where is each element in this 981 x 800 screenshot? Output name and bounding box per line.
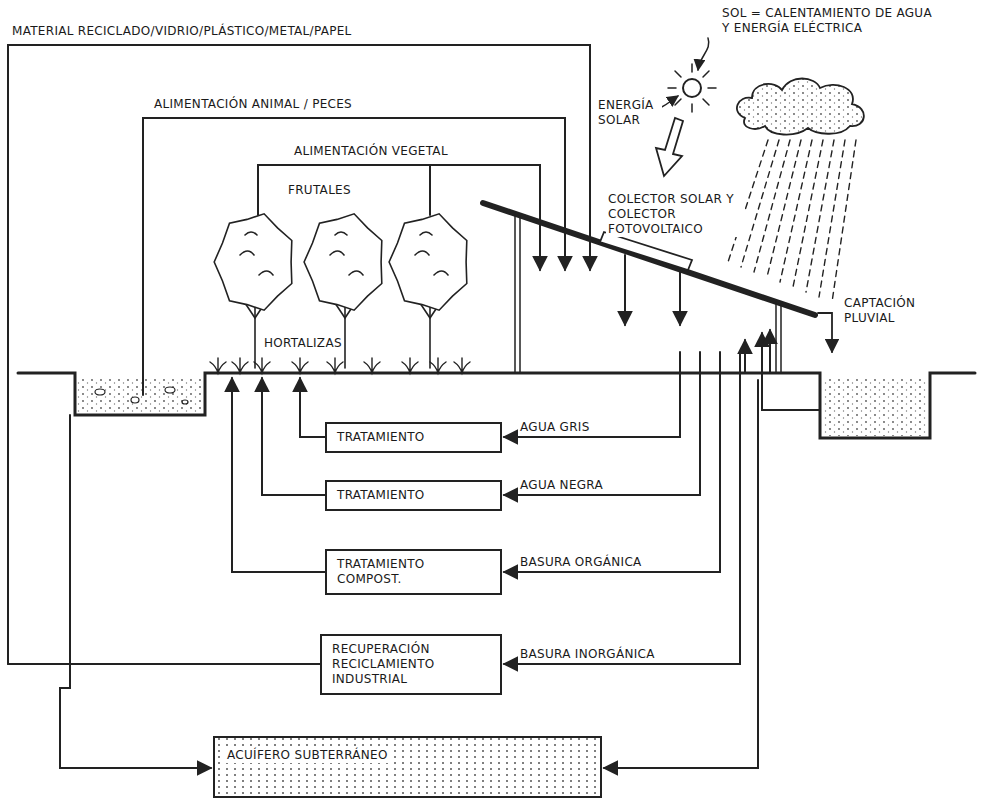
energy-label: ENERGÍA SOLAR [596,98,662,128]
flow-label: ALIMENTACIÓN ANIMAL / PECES [152,97,354,112]
aquifer-box: ACUÍFERO SUBTERRÁNEO [213,736,602,798]
box-text: TRATAMIENTO [337,430,490,445]
flow-label: ALIMENTACIÓN VEGETAL [292,144,450,159]
box-text: TRATAMIENTO [337,488,490,503]
compost-box: TRATAMIENTO COMPOST. [325,549,502,595]
treatment-box: TRATAMIENTO [325,422,502,453]
recycling-box: RECUPERACIÓN RECICLAMIENTO INDUSTRIAL [320,634,502,695]
flow-label: BASURA ORGÁNICA [518,555,644,570]
box-text: ACUÍFERO SUBTERRÁNEO [225,748,390,763]
box-text: RECUPERACIÓN RECICLAMIENTO INDUSTRIAL [332,642,452,687]
flow-label: MATERIAL RECICLADO/VIDRIO/PLÁSTICO/METAL… [10,24,354,39]
sun-note: SOL = CALENTAMIENTO DE AGUA Y ENERGÍA EL… [720,6,944,36]
box-text: TRATAMIENTO COMPOST. [337,557,467,587]
treatment-box: TRATAMIENTO [325,480,502,511]
flow-label: AGUA GRIS [518,420,592,435]
plant-label: HORTALIZAS [262,336,344,351]
plant-label: FRUTALES [286,183,353,198]
rain-label: CAPTACIÓN PLUVIAL [842,296,942,326]
flow-label: BASURA INORGÁNICA [518,647,657,662]
flow-label: AGUA NEGRA [518,478,605,493]
collector-label: COLECTOR SOLAR Y COLECTOR FOTOVOLTAICO [606,192,745,237]
